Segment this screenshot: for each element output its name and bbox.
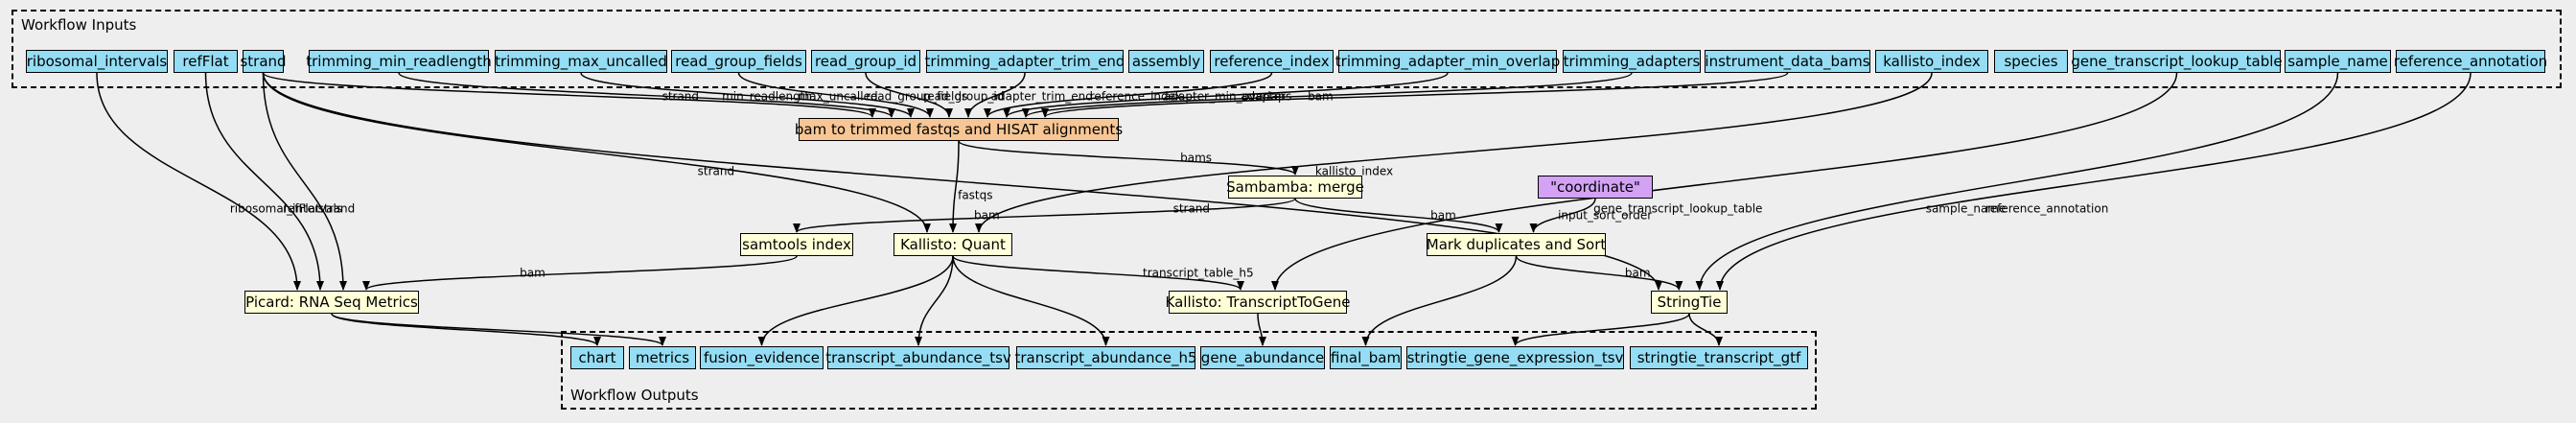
input-ribosomal-intervals[interactable]: ribosomal_intervals	[26, 50, 168, 73]
edge-label: bam	[520, 266, 545, 279]
edge-kallisto-quant-to-fusion-evidence	[757, 255, 954, 346]
edge-label: bam	[1308, 90, 1334, 104]
edge-strand-to-stringtie	[262, 72, 1662, 291]
edge-label: gene_transcript_lookup_table	[1593, 202, 1762, 216]
output-gene-abundance[interactable]: gene_abundance	[1200, 346, 1325, 369]
edge-strand-to-bam-to-trimmed	[262, 72, 876, 118]
edge-label: reference_annotation	[1985, 202, 2108, 216]
edge-picard-to-metrics	[331, 313, 666, 346]
input-trimming-adapter-trim-end[interactable]: trimming_adapter_trim_end	[925, 50, 1125, 73]
input-read-group-fields[interactable]: read_group_fields	[671, 50, 806, 73]
edge-trimming-min-readlength-to-bam-to-trimmed	[398, 72, 895, 118]
edge-gene-transcript-lookup-table-to-kallisto-t2g	[1271, 72, 2178, 291]
step-kallisto-t2g[interactable]: Kallisto: TranscriptToGene	[1166, 291, 1350, 314]
edge-bam-to-trimmed-to-sambamba-merge	[958, 140, 1299, 176]
edge-trimming-adapter-trim-end-to-bam-to-trimmed	[964, 72, 1026, 118]
edge-reference-annotation-to-stringtie	[1716, 72, 2472, 291]
step-stringtie[interactable]: StringTie	[1651, 291, 1728, 314]
edge-label: ribosomal_intervals	[230, 202, 342, 216]
edge-label: strand	[318, 202, 355, 216]
step-sambamba-merge[interactable]: Sambamba: merge	[1226, 176, 1364, 199]
output-transcript-abundance-h5[interactable]: transcript_abundance_h5	[1014, 346, 1197, 369]
edge-sample-name-to-stringtie	[1695, 72, 2339, 291]
input-trimming-adapter-min-overlap[interactable]: trimming_adapter_min_overlap	[1335, 50, 1560, 73]
input-read-group-id[interactable]: read_group_id	[811, 50, 920, 73]
edge-stringtie-to-stringtie-transcript-gtf	[1688, 313, 1723, 346]
output-stringtie-transcript-gtf[interactable]: stringtie_transcript_gtf	[1630, 346, 1808, 369]
edge-label: read_group_id	[923, 90, 1005, 104]
output-chart[interactable]: chart	[570, 346, 624, 369]
step-coordinate[interactable]: "coordinate"	[1538, 176, 1653, 199]
input-gene-transcript-lookup-table[interactable]: gene_transcript_lookup_table	[2071, 50, 2283, 73]
step-samtools-index[interactable]: samtools index	[740, 233, 853, 256]
edge-label: bams	[1180, 151, 1212, 164]
edge-label: refFlat	[283, 202, 320, 216]
edge-label: strand	[1173, 202, 1210, 216]
output-stringtie-gene-expression-tsv[interactable]: stringtie_gene_expression_tsv	[1406, 346, 1624, 369]
edge-instrument-data-bams-to-bam-to-trimmed	[1041, 72, 1789, 118]
input-sample-name[interactable]: sample_name	[2285, 50, 2391, 73]
step-kallisto-quant[interactable]: Kallisto: Quant	[893, 233, 1012, 256]
output-metrics[interactable]: metrics	[629, 346, 696, 369]
edge-coordinate-to-mark-dup	[1529, 198, 1596, 233]
edge-label: kallisto_index	[1315, 165, 1393, 178]
edge-trimming-max-uncalled-to-bam-to-trimmed	[580, 72, 915, 118]
output-transcript-abundance-tsv[interactable]: transcript_abundance_tsv	[825, 346, 1011, 369]
edge-reference-index-to-bam-to-trimmed	[984, 72, 1273, 118]
edge-sambamba-merge-to-samtools-index	[793, 198, 1296, 233]
step-mark-dup[interactable]: Mark duplicates and Sort	[1427, 233, 1606, 256]
input-trimming-max-uncalled[interactable]: trimming_max_uncalled	[495, 50, 667, 73]
edge-stringtie-to-stringtie-gene-expression-tsv	[1511, 313, 1690, 346]
edge-kallisto-quant-to-transcript-abundance-tsv	[915, 255, 954, 346]
input-reference-index[interactable]: reference_index	[1210, 50, 1334, 73]
workflow-inputs-cluster	[12, 10, 2562, 88]
edge-label: strand	[698, 165, 734, 178]
edge-label: input_sort_order	[1558, 208, 1652, 222]
input-strand[interactable]: strand	[240, 50, 287, 73]
edge-kallisto-quant-to-kallisto-t2g	[952, 255, 1244, 291]
edge-label: fastqs	[958, 188, 992, 201]
input-trimming-adapters[interactable]: trimming_adapters	[1563, 50, 1701, 73]
output-final-bam[interactable]: final_bam	[1330, 346, 1402, 369]
edge-mark-dup-to-stringtie	[1515, 255, 1683, 291]
edge-label: transcript_table_h5	[1143, 266, 1254, 279]
edge-trimming-adapters-to-bam-to-trimmed	[1022, 72, 1633, 118]
edge-kallisto-index-to-kallisto-quant	[975, 72, 1933, 233]
edge-read-group-id-to-bam-to-trimmed	[865, 72, 953, 118]
workflow-outputs-cluster	[561, 331, 1817, 410]
edge-label: bam	[1625, 266, 1651, 279]
input-reference-annotation[interactable]: reference_annotation	[2394, 50, 2547, 73]
edge-sambamba-merge-to-mark-dup	[1294, 198, 1503, 233]
edge-label: reference_index	[1090, 90, 1182, 104]
step-bam-to-trimmed[interactable]: bam to trimmed fastqs and HISAT alignmen…	[795, 118, 1123, 141]
input-assembly[interactable]: assembly	[1128, 50, 1204, 73]
edge-picard-to-chart	[331, 313, 601, 346]
input-refflat[interactable]: refFlat	[174, 50, 238, 73]
input-trimming-min-readlength[interactable]: trimming_min_readlength	[306, 50, 492, 73]
output-fusion-evidence[interactable]: fusion_evidence	[700, 346, 824, 369]
edge-mark-dup-to-final-bam	[1361, 255, 1518, 346]
edge-kallisto-quant-to-transcript-abundance-h5	[952, 255, 1110, 346]
input-species[interactable]: species	[1994, 50, 2068, 73]
workflow-inputs-label: Workflow Inputs	[21, 16, 137, 34]
step-picard[interactable]: Picard: RNA Seq Metrics	[244, 291, 419, 314]
edge-kallisto-t2g-to-gene-abundance	[1257, 313, 1266, 346]
edge-read-group-fields-to-bam-to-trimmed	[737, 72, 934, 118]
edge-label: sample_name	[1926, 202, 2007, 216]
edge-strand-to-picard	[262, 72, 347, 291]
input-instrument-data-bams[interactable]: instrument_data_bams	[1705, 50, 1870, 73]
workflow-outputs-label: Workflow Outputs	[570, 387, 699, 404]
edge-strand-to-kallisto-quant	[262, 72, 931, 233]
edge-label: read_group_fields	[866, 90, 967, 104]
edge-refflat-to-picard	[204, 72, 324, 291]
input-kallisto-index[interactable]: kallisto_index	[1875, 50, 1988, 73]
edge-label: adapter_trim_end	[991, 90, 1093, 104]
edge-samtools-index-to-picard	[362, 255, 798, 291]
edge-ribosomal-intervals-to-picard	[96, 72, 301, 291]
edge-label: bam	[974, 208, 1000, 222]
